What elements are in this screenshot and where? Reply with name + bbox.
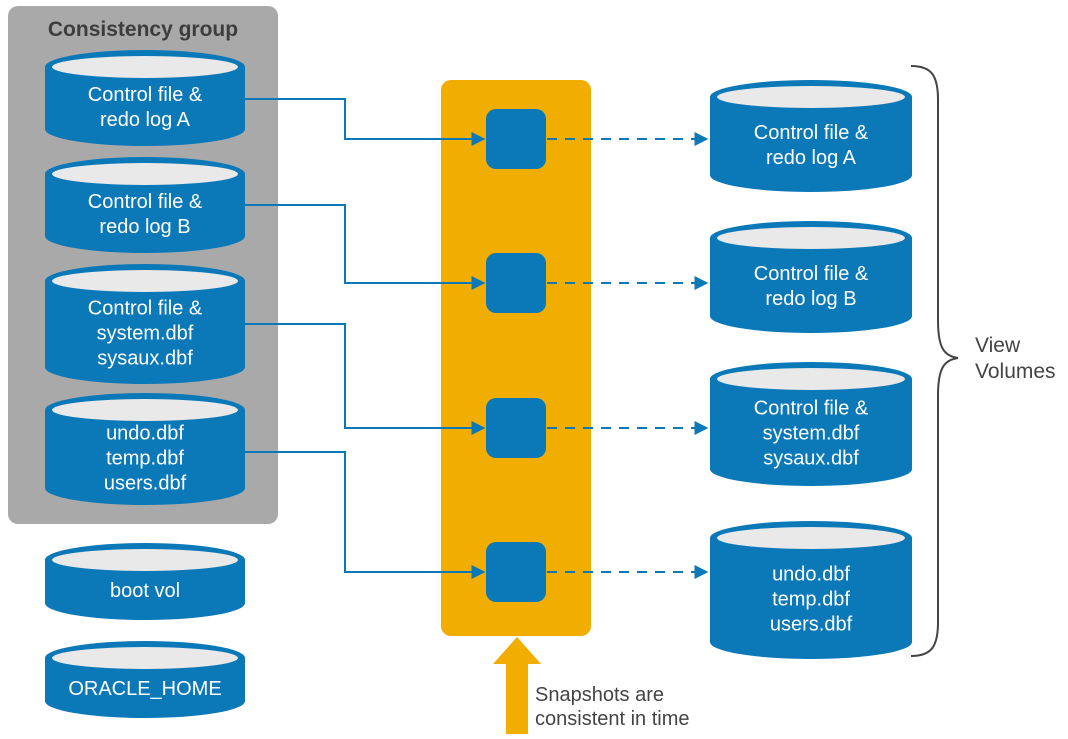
source-to-snapshot-arrow-2 [245,204,486,290]
volume-label-line: ORACLE_HOME [68,678,221,700]
boot-volume: boot vol [45,543,245,620]
volume-body [45,264,245,384]
volume-label-line: Control file & [754,263,869,285]
volume-label-line: temp.dbf [106,448,184,470]
source-volume-2: Control file & redo log B [45,157,245,253]
volume-label-line: system.dbf [97,323,194,345]
volume-label-line: undo.dbf [106,423,184,445]
volume-label-line: users.dbf [104,473,187,495]
view-volume-1: Control file & redo log A [710,80,912,192]
volume-body [710,221,912,333]
source-volume-4: undo.dbf temp.dbf users.dbf [45,393,245,505]
volume-label-line: redo log A [100,109,191,131]
source-volume-1: Control file & redo log A [45,50,245,146]
volume-label-line: Control file & [88,84,203,106]
volume-body [710,362,912,486]
volume-top [717,368,905,390]
snapshot-boxes [486,109,546,602]
source-to-snapshot-arrow-3 [245,323,486,435]
volume-label-line: boot vol [110,580,180,602]
volume-label-line: redo log B [99,216,190,238]
snapshot-caption-line-1: Snapshots are [535,684,664,706]
volume-label-line: Control file & [88,191,203,213]
volume-label-line: redo log B [765,288,856,310]
source-volume-3: Control file & system.dbf sysaux.dbf [45,264,245,384]
view-volumes-label: View Volumes [975,334,1056,383]
volume-label-line: redo log A [766,147,857,169]
view-volume-2: Control file & redo log B [710,221,912,333]
volumes: Control file & redo log A Control file & re… [45,50,912,718]
snapshot-box-1 [486,109,546,169]
volume-top [717,86,905,108]
volume-label-line: sysaux.dbf [763,448,859,470]
volume-top [717,227,905,249]
snapshot-up-arrow-icon [493,637,541,734]
source-to-snapshot-arrow-1 [245,98,486,146]
volume-label-line: system.dbf [763,423,860,445]
snapshot-caption-line-2: consistent in time [535,708,690,730]
volume-top [52,549,238,571]
connectors [245,98,709,579]
snapshot-box-4 [486,542,546,602]
volume-top [52,163,238,185]
snapshot-box-3 [486,398,546,458]
volume-label-line: undo.dbf [772,564,850,586]
view-volume-4: undo.dbf temp.dbf users.dbf [710,521,912,659]
volume-label-line: sysaux.dbf [97,348,193,370]
snapshot-bar [441,80,591,636]
volume-label-line: Control file & [88,298,203,320]
volume-body [45,393,245,505]
volume-body [710,521,912,659]
volume-label-line: users.dbf [770,614,853,636]
volume-top [52,56,238,78]
volume-top [52,270,238,292]
volume-top [717,527,905,549]
source-to-snapshot-arrow-4 [245,451,486,579]
volume-top [52,647,238,669]
view-volumes-label-line-2: Volumes [975,360,1056,383]
view-volumes-brace [910,65,959,657]
consistency-group-title: Consistency group [48,18,238,41]
snapshot-box-2 [486,253,546,313]
snapshot-caption: Snapshots are consistent in time [535,684,690,730]
volume-label-line: Control file & [754,122,869,144]
volume-label-line: Control file & [754,398,869,420]
view-volumes-label-line-1: View [975,334,1021,357]
oracle-home-volume: ORACLE_HOME [45,641,245,718]
volume-body [710,80,912,192]
volume-label-line: temp.dbf [772,589,850,611]
volume-top [52,399,238,421]
view-volume-3: Control file & system.dbf sysaux.dbf [710,362,912,486]
